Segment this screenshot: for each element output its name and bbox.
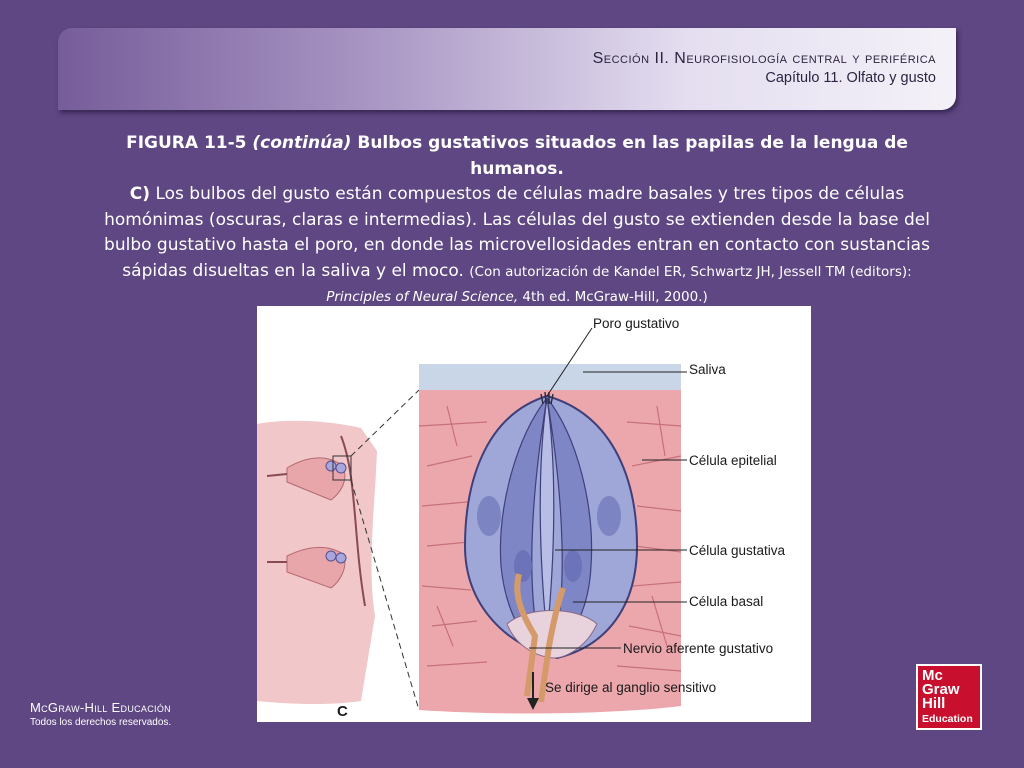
mcgraw-hill-logo: Mc Graw Hill Education [916, 664, 982, 730]
footer-brand: McGraw-Hill Educación Todos los derechos… [30, 700, 171, 728]
label-celula-gustativa: Célula gustativa [689, 543, 786, 558]
taste-bud-illustration: Poro gustativo Saliva Célula epitelial C… [257, 316, 786, 720]
label-celula-basal: Célula basal [689, 594, 763, 609]
label-ganglio-sensitivo: Se dirige al ganglio sensitivo [545, 680, 716, 695]
label-saliva: Saliva [689, 362, 726, 377]
label-poro-gustativo: Poro gustativo [593, 316, 679, 331]
section-title: Sección II. Neurofisiología central y pe… [592, 50, 936, 67]
citation-post: 4th ed. McGraw-Hill, 2000.) [518, 289, 708, 305]
figure-label: FIGURA 11-5 [126, 133, 253, 153]
label-nervio-aferente: Nervio aferente gustativo [623, 641, 773, 656]
caption-body: Los bulbos del gusto están compuestos de… [104, 184, 930, 281]
panel-letter: C [337, 703, 348, 720]
part-label: C) [129, 184, 151, 204]
logo-line-2: Graw [922, 681, 960, 698]
papilla-overview [257, 389, 420, 711]
logo-line-4: Education [922, 713, 973, 725]
header-text: Sección II. Neurofisiología central y pe… [593, 50, 936, 86]
citation-book: Principles of Neural Science, [326, 289, 519, 305]
figure-caption: FIGURA 11-5 (continúa) Bulbos gustativos… [100, 131, 934, 310]
figure-label-continues: (continúa) [252, 133, 352, 153]
logo-line-3: Hill [922, 695, 946, 712]
citation-pre: (Con autorización de Kandel ER, Schwartz… [469, 263, 912, 280]
footer-rights: Todos los derechos reservados. [30, 717, 172, 728]
taste-bud-enlarged [418, 327, 687, 714]
header-banner: Sección II. Neurofisiología central y pe… [58, 28, 956, 110]
chapter-title: Capítulo 11. Olfato y gusto [765, 70, 936, 86]
taste-bud-figure: Poro gustativo Saliva Célula epitelial C… [257, 306, 811, 722]
footer-brand-name: McGraw-Hill Educación [30, 700, 171, 715]
label-celula-epitelial: Célula epitelial [689, 453, 777, 468]
logo-line-1: Mc [922, 667, 943, 684]
citation: (Con autorización de Kandel ER, Schwartz… [326, 264, 911, 306]
figure-title: Bulbos gustativos situados en las papila… [351, 133, 908, 179]
